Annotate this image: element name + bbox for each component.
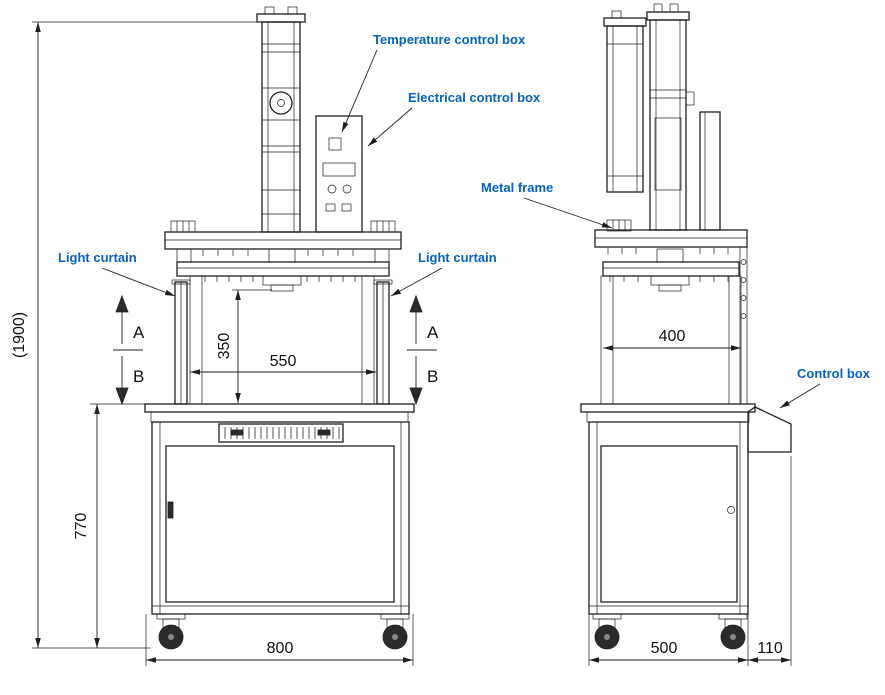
- dimension-label-front-width: 800: [267, 640, 294, 657]
- section-arrow-up-right: [409, 294, 423, 313]
- callout-temperature-control-box: Temperature control box: [341, 32, 526, 133]
- section-marker-b-left: B: [133, 367, 144, 386]
- section-marker-group-right: A B: [407, 294, 439, 406]
- cabinet-side: [588, 421, 749, 615]
- front-view: [144, 6, 415, 650]
- light-curtain-right-post: [373, 279, 393, 405]
- callouts: Temperature control box Electrical contr…: [58, 32, 871, 409]
- control-box-side: [747, 406, 792, 453]
- press-frame-side: [594, 219, 748, 405]
- callout-label-metal-frame: Metal frame: [481, 180, 553, 195]
- dimension-label-base-height: 770: [73, 513, 90, 540]
- dim-opening-height: 350: [216, 289, 272, 403]
- dim-control-box-depth: 110: [748, 456, 792, 666]
- callout-light-curtain-right: Light curtain: [390, 250, 497, 297]
- dimension-label-side-frame-width: 400: [659, 328, 686, 345]
- side-view: [580, 3, 792, 650]
- dim-side-frame-width: 400: [603, 328, 741, 351]
- callout-control-box: Control box: [779, 366, 871, 409]
- section-arrow-down-right: [409, 387, 423, 406]
- bench-front: [144, 403, 415, 443]
- callout-label-electrical-control-box: Electrical control box: [408, 90, 541, 105]
- section-marker-group-left: A B: [113, 294, 145, 406]
- bench-side: [580, 403, 756, 423]
- section-marker-b-right: B: [427, 367, 438, 386]
- light-curtain-left-post: [171, 279, 191, 405]
- cabinet-front: [151, 421, 410, 615]
- callout-label-control-box: Control box: [797, 366, 871, 381]
- dim-opening-width: 550: [190, 353, 376, 375]
- dimension-label-opening-height: 350: [216, 333, 233, 360]
- dim-overall-height: (1900): [11, 21, 257, 649]
- dimensions: (1900) 770 350 550 800 400: [11, 21, 792, 666]
- dim-side-base-width: 500: [588, 458, 749, 666]
- dimension-label-side-base-width: 500: [651, 640, 678, 657]
- door-handle: [167, 501, 174, 519]
- caster-side-left: [592, 613, 622, 650]
- dim-front-width: 800: [145, 614, 414, 666]
- cylinder-column-side: [603, 3, 721, 231]
- callout-label-light-curtain-left: Light curtain: [58, 250, 137, 265]
- dimension-label-control-box-depth: 110: [757, 640, 783, 657]
- caster-front-left: [156, 613, 186, 650]
- press-frame-front: [164, 220, 402, 405]
- dimension-label-overall-height: (1900): [11, 312, 28, 358]
- panel-edge-side: [699, 111, 721, 231]
- control-panel-front: [315, 115, 363, 233]
- door-lock: [727, 506, 735, 514]
- dimension-label-opening-width: 550: [270, 353, 297, 370]
- callout-label-light-curtain-right: Light curtain: [418, 250, 497, 265]
- section-marker-a-left: A: [133, 323, 145, 342]
- callout-electrical-control-box: Electrical control box: [367, 90, 541, 147]
- section-arrow-up-left: [115, 294, 129, 313]
- callout-label-temperature-control-box: Temperature control box: [373, 32, 526, 47]
- dim-base-height: 770: [73, 403, 147, 648]
- caster-side-right: [718, 613, 748, 650]
- section-markers: A B A B: [113, 294, 439, 406]
- callout-light-curtain-left: Light curtain: [58, 250, 176, 297]
- cylinder-column-front: [256, 6, 306, 233]
- section-arrow-down-left: [115, 387, 129, 406]
- clamp-knob: [685, 91, 695, 106]
- callout-metal-frame: Metal frame: [481, 180, 613, 229]
- caster-front-right: [380, 613, 410, 650]
- section-marker-a-right: A: [427, 323, 439, 342]
